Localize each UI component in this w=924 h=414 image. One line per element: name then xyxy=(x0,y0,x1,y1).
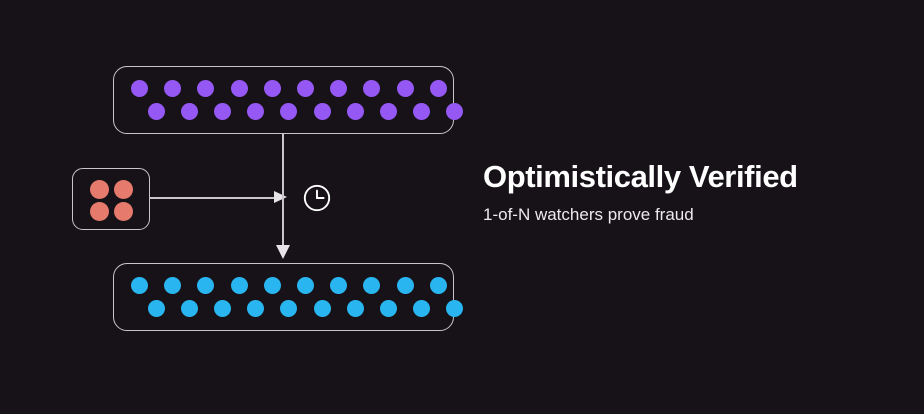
finalized-block-node-group xyxy=(113,263,464,331)
watchers-to-challenge-window-line xyxy=(150,197,276,199)
finalized-node-dot xyxy=(446,300,464,317)
finalized-node-dot xyxy=(346,300,364,317)
proposed-node-dot xyxy=(147,103,165,120)
finalized-node-dot xyxy=(180,300,198,317)
proposed-node-dot xyxy=(429,80,447,97)
watcher-dot xyxy=(90,180,109,199)
proposed-node-dot xyxy=(413,103,431,120)
proposed-node-dot xyxy=(197,80,215,97)
finalized-node-dot xyxy=(330,277,348,294)
proposed-node-dot xyxy=(313,103,331,120)
proposed-node-dot xyxy=(446,103,464,120)
proposed-node-dot xyxy=(280,103,298,120)
proposed-block-node-group xyxy=(113,66,464,134)
proposed-to-finalized-arrowhead xyxy=(276,245,290,259)
proposed-node-dot xyxy=(330,80,348,97)
proposed-node-dot xyxy=(164,80,182,97)
subheadline: 1-of-N watchers prove fraud xyxy=(483,204,694,224)
watcher-node-group xyxy=(72,168,150,230)
proposed-node-dot xyxy=(363,80,381,97)
proposed-node-dot xyxy=(263,80,281,97)
proposed-node-dot xyxy=(230,80,248,97)
watcher-dot xyxy=(114,202,133,221)
headline: Optimistically Verified xyxy=(483,159,798,194)
finalized-node-dot xyxy=(147,300,165,317)
proposed-node-dot xyxy=(247,103,265,120)
finalized-node-dot xyxy=(413,300,431,317)
proposed-node-dot xyxy=(214,103,231,120)
finalized-node-dot xyxy=(363,277,381,294)
finalized-node-dot xyxy=(429,277,447,294)
proposed-to-finalized-line xyxy=(282,134,284,246)
proposed-node-dot xyxy=(180,103,198,120)
finalized-node-dot xyxy=(164,277,182,294)
proposed-node-dot xyxy=(131,80,148,97)
proposed-node-dot xyxy=(346,103,364,120)
finalized-node-dot xyxy=(214,300,231,317)
proposed-node-dot xyxy=(396,80,414,97)
watchers-to-challenge-window-arrowhead xyxy=(274,191,287,203)
proposed-node-dot xyxy=(380,103,397,120)
clock-icon xyxy=(303,184,331,212)
finalized-node-dot xyxy=(396,277,414,294)
finalized-node-dot xyxy=(280,300,298,317)
finalized-node-dot xyxy=(247,300,265,317)
finalized-node-dot xyxy=(380,300,397,317)
finalized-node-dot xyxy=(131,277,148,294)
finalized-node-dot xyxy=(313,300,331,317)
watcher-dot xyxy=(114,180,133,199)
finalized-node-dot xyxy=(263,277,281,294)
label-block: Optimistically Verified 1-of-N watchers … xyxy=(483,159,903,225)
finalized-node-dot xyxy=(230,277,248,294)
finalized-node-dot xyxy=(197,277,215,294)
proposed-node-dot xyxy=(297,80,314,97)
finalized-node-dot xyxy=(297,277,314,294)
watcher-dot xyxy=(90,202,109,221)
